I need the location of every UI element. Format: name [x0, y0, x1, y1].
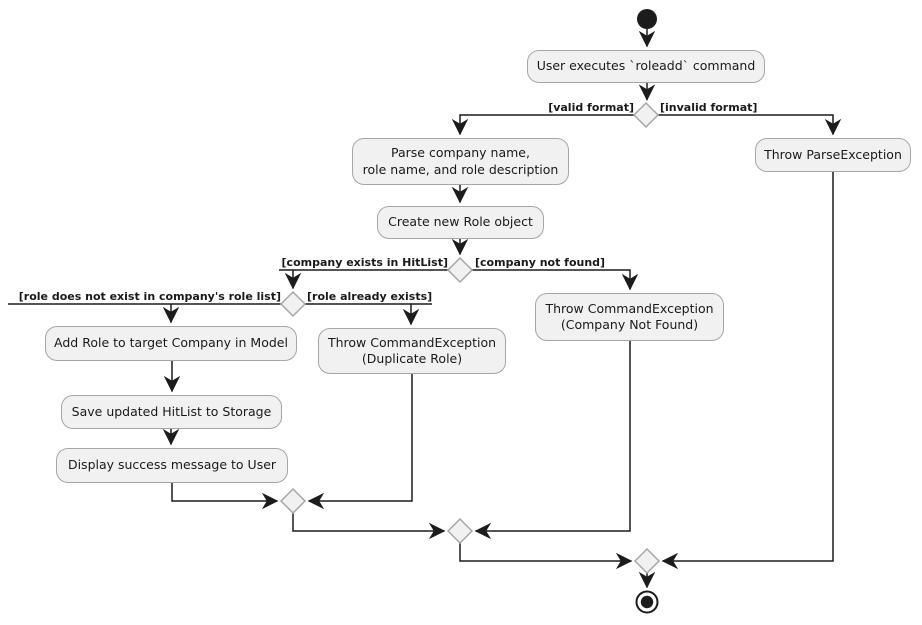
merge-diamond-3	[633, 547, 661, 575]
guard-company-not-found: [company not found]	[475, 256, 606, 269]
activity-display-success-message: Display success message to User	[56, 448, 288, 483]
edge-merge1-to-merge2	[292, 513, 446, 540]
decision-company-diamond	[446, 256, 474, 284]
merge-diamond-1	[279, 487, 307, 515]
edge-merge2-to-merge3	[459, 543, 633, 570]
end-node-inner-icon	[640, 595, 654, 609]
edge-parseexception-to-merge3	[661, 172, 834, 570]
edge-display-to-merge1	[171, 483, 279, 510]
guard-company-exists: [company exists in HitList]	[281, 256, 448, 269]
guard-role-not-exist: [role does not exist in company's role l…	[18, 290, 281, 303]
edge-company-not-found	[472, 269, 639, 291]
activity-create-role-object: Create new Role object	[377, 206, 544, 239]
activity-parse-names: Parse company name, role name, and role …	[352, 138, 569, 185]
activity-user-executes-command: User executes `roleadd` command	[527, 50, 765, 83]
guard-invalid-format: [invalid format]	[660, 101, 758, 114]
decision-format-diamond	[632, 101, 660, 129]
guard-valid-format: [valid format]	[548, 101, 634, 114]
decision-role-diamond	[279, 290, 307, 318]
activity-add-role-to-company: Add Role to target Company in Model	[45, 326, 297, 361]
edge-valid-format	[451, 114, 634, 136]
activity-save-hitlist: Save updated HitList to Storage	[61, 395, 282, 429]
edge-notfound-to-merge2	[474, 341, 631, 540]
merge-diamond-2	[446, 517, 474, 545]
activity-throw-company-not-found-exception: Throw CommandException (Company Not Foun…	[535, 293, 724, 341]
start-node-icon	[637, 9, 657, 29]
activity-throw-parse-exception: Throw ParseException	[755, 138, 911, 172]
edge-duplicate-to-merge1	[307, 374, 413, 510]
edge-invalid-format	[658, 114, 842, 136]
activity-throw-duplicate-role-exception: Throw CommandException (Duplicate Role)	[318, 328, 506, 374]
guard-role-already-exists: [role already exists]	[307, 290, 433, 303]
